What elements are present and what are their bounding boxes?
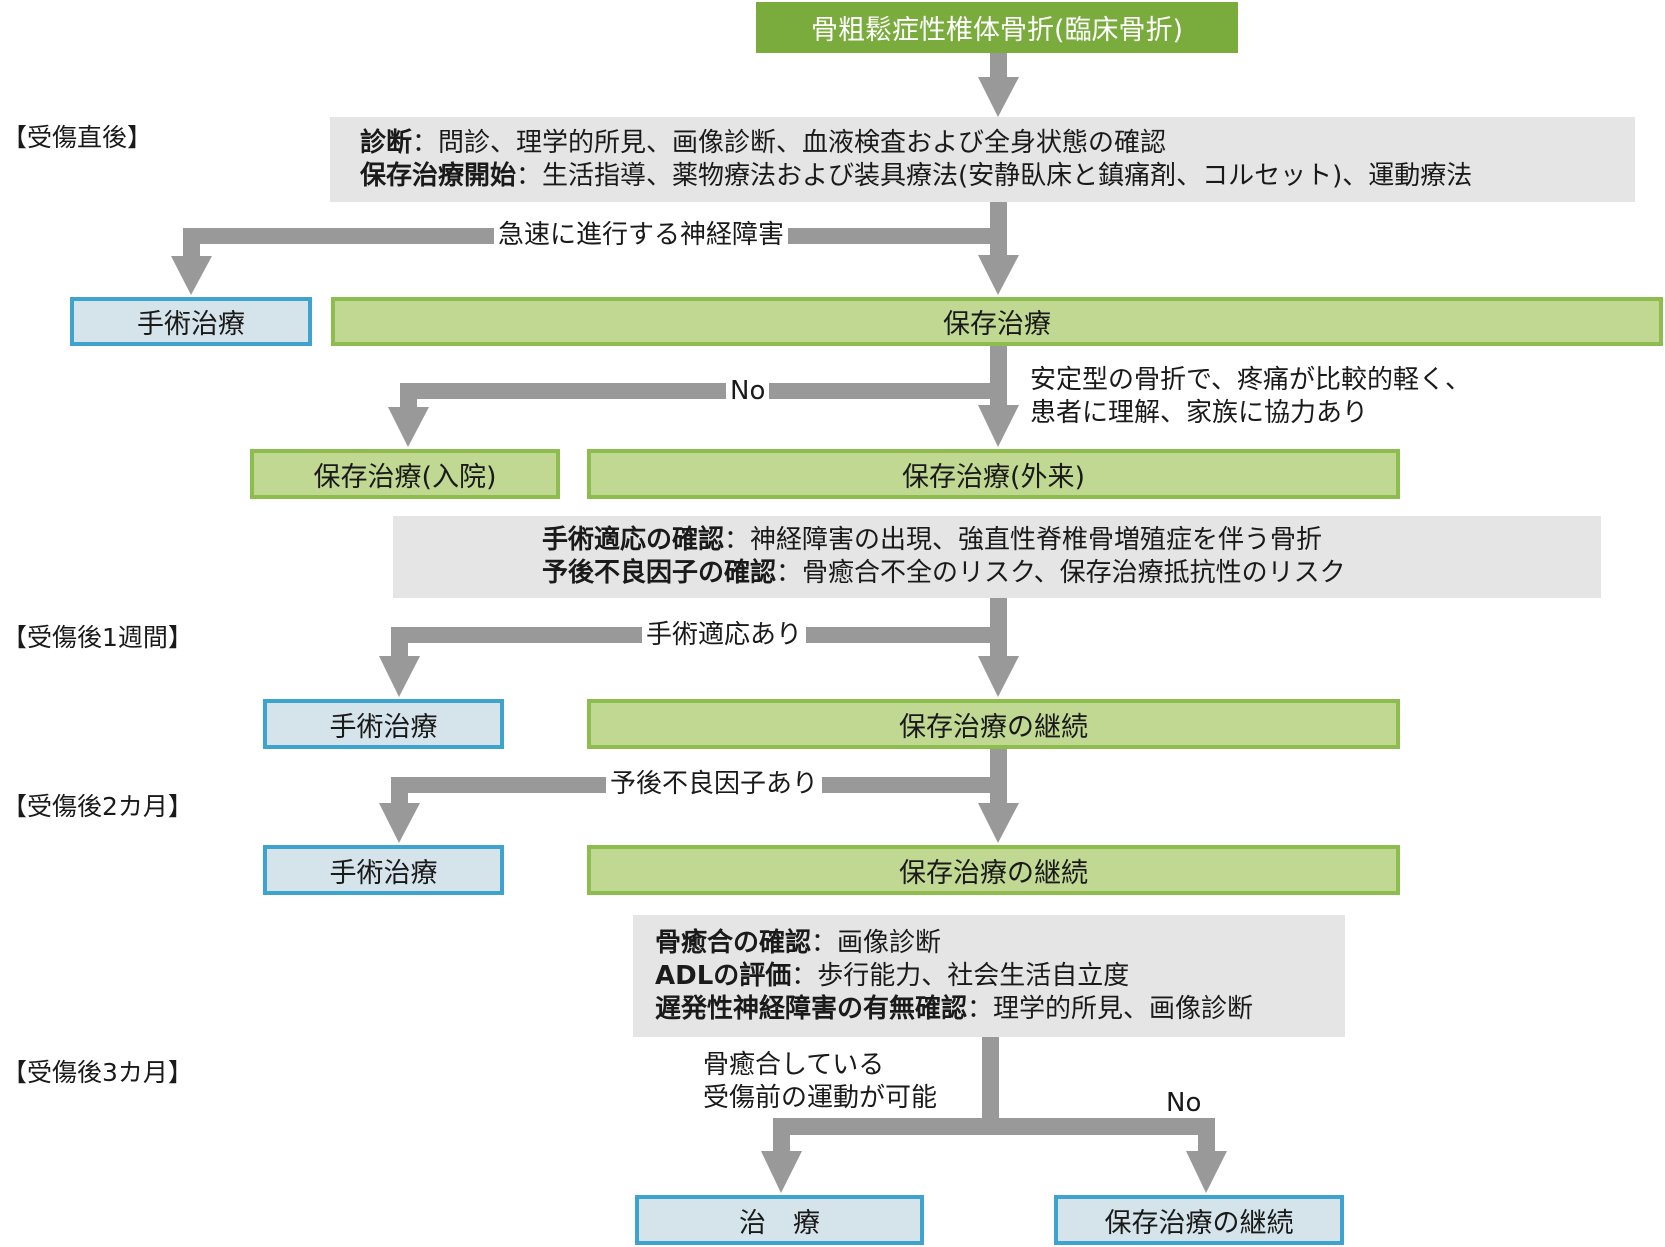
title-box: 骨粗鬆症性椎体骨折(臨床骨折) — [756, 2, 1238, 53]
connector-branch1-down — [183, 228, 200, 258]
surgery-box-immediate: 手術治療 — [70, 297, 312, 346]
conservative-treatment-label: 保存治療 — [943, 309, 1051, 340]
assessment1-line2-heading: 保存治療開始 — [360, 160, 517, 191]
arrowhead-surgery2 — [379, 656, 420, 697]
connector-branch4-down — [391, 777, 408, 805]
connector-assessment3-down — [982, 1037, 999, 1127]
continue-box-week1-label: 保存治療の継続 — [899, 711, 1088, 743]
title-text: 骨粗鬆症性椎体骨折(臨床骨折) — [810, 15, 1184, 46]
conservative-treatment-box: 保存治療 — [331, 297, 1663, 346]
arrowhead-surgery1 — [171, 256, 212, 295]
assessment3-box: 骨癒合の確認：画像診断 ADLの評価：歩行能力、社会生活自立度 遅発性神経障害の… — [633, 915, 1345, 1037]
assessment2-line1-heading: 手術適応の確認 — [542, 525, 725, 555]
assessment1-line2: 保存治療開始：生活指導、薬物療法および装具療法(安静臥床と鎮痛剤、コルセット)、… — [360, 160, 1472, 193]
assessment1-line1-heading: 診断 — [360, 127, 413, 158]
connector-branch5-right-down — [1198, 1118, 1215, 1153]
connector-branch2-horizontal — [400, 383, 1007, 399]
connector-branch5-horizontal — [773, 1118, 1215, 1135]
branch2-no-label: No — [726, 376, 770, 406]
assessment3-line3: 遅発性神経障害の有無確認：理学的所見、画像診断 — [655, 993, 1253, 1026]
branch3-condition-label: 手術適応あり — [642, 620, 807, 650]
cure-label: 治 療 — [739, 1207, 820, 1239]
outpatient-label: 保存治療(外来) — [901, 461, 1086, 493]
assessment3-line2: ADLの評価：歩行能力、社会生活自立度 — [655, 960, 1129, 993]
assessment2-box: 手術適応の確認：神経障害の出現、強直性脊椎骨増殖症を伴う骨折 予後不良因子の確認… — [393, 516, 1601, 598]
assessment3-line2-text: ：歩行能力、社会生活自立度 — [791, 960, 1130, 991]
arrowhead-continue2 — [978, 656, 1019, 697]
outpatient-box: 保存治療(外来) — [587, 449, 1400, 499]
continue-box-month2-label: 保存治療の継続 — [899, 857, 1088, 889]
assessment2-line2-text: ：骨癒合不全のリスク、保存治療抵抗性のリスク — [776, 558, 1346, 588]
assessment3-line3-heading: 遅発性神経障害の有無確認 — [655, 993, 968, 1024]
branch2-condition-line1: 安定型の骨折で、疼痛が比較的軽く、 — [1030, 365, 1471, 395]
cure-box: 治 療 — [635, 1195, 924, 1245]
connector-branch5-left-down — [773, 1118, 790, 1153]
arrowhead-continue4 — [1186, 1151, 1227, 1193]
stage-label-month2: 【受傷後2カ月】 — [2, 792, 193, 821]
assessment2-line1-text: ：神経障害の出現、強直性脊椎骨増殖症を伴う骨折 — [724, 525, 1323, 555]
connector-title-to-assessment1 — [990, 53, 1007, 79]
inpatient-box: 保存治療(入院) — [250, 449, 560, 499]
assessment1-box: 診断：問診、理学的所見、画像診断、血液検査および全身状態の確認 保存治療開始：生… — [330, 117, 1635, 202]
continue-box-week1: 保存治療の継続 — [587, 699, 1400, 749]
continue-box-month2: 保存治療の継続 — [587, 845, 1400, 895]
stage-label-week1: 【受傷後1週間】 — [2, 623, 193, 652]
surgery-box-month2: 手術治療 — [263, 845, 504, 895]
stage-label-month3: 【受傷後3カ月】 — [2, 1058, 193, 1087]
arrowhead-assessment1 — [978, 77, 1019, 117]
assessment3-line1: 骨癒合の確認：画像診断 — [655, 927, 941, 960]
assessment2-line2: 予後不良因子の確認：骨癒合不全のリスク、保存治療抵抗性のリスク — [542, 557, 1346, 590]
branch5-yes-line1: 骨癒合している — [703, 1050, 885, 1080]
surgery-box-month2-label: 手術治療 — [329, 857, 438, 889]
continue-box-month3: 保存治療の継続 — [1054, 1195, 1344, 1245]
inpatient-label: 保存治療(入院) — [313, 461, 497, 493]
arrowhead-continue3 — [978, 803, 1019, 843]
assessment2-line2-heading: 予後不良因子の確認 — [542, 558, 777, 588]
branch4-condition-label: 予後不良因子あり — [606, 769, 823, 799]
arrowhead-outpatient — [978, 405, 1019, 447]
arrowhead-surgery3 — [379, 803, 420, 843]
assessment3-line3-text: ：理学的所見、画像診断 — [967, 993, 1254, 1024]
assessment3-line2-heading: ADLの評価 — [655, 960, 792, 991]
branch1-condition-label: 急速に進行する神経障害 — [494, 220, 789, 250]
connector-branch2-down — [400, 383, 417, 409]
surgery-box-immediate-label: 手術治療 — [137, 309, 245, 340]
surgery-box-week1: 手術治療 — [263, 699, 504, 749]
assessment3-line1-heading: 骨癒合の確認 — [655, 927, 812, 958]
assessment1-line2-text: ：生活指導、薬物療法および装具療法(安静臥床と鎮痛剤、コルセット)、運動療法 — [516, 160, 1473, 191]
branch5-no-label: No — [1166, 1088, 1202, 1118]
connector-branch3-down — [391, 627, 408, 658]
assessment2-line1: 手術適応の確認：神経障害の出現、強直性脊椎骨増殖症を伴う骨折 — [542, 524, 1322, 557]
arrowhead-conservative — [978, 255, 1019, 295]
surgery-box-week1-label: 手術治療 — [329, 711, 438, 743]
assessment1-line1-text: ：問診、理学的所見、画像診断、血液検査および全身状態の確認 — [412, 127, 1167, 158]
continue-box-month3-label: 保存治療の継続 — [1104, 1207, 1294, 1239]
branch5-yes-line2: 受傷前の運動が可能 — [703, 1083, 938, 1113]
arrowhead-cure — [761, 1151, 802, 1193]
branch2-condition-line2: 患者に理解、家族に協力あり — [1030, 398, 1369, 428]
assessment3-line1-text: ：画像診断 — [811, 927, 942, 958]
stage-label-immediate: 【受傷直後】 — [2, 123, 153, 152]
arrowhead-inpatient — [388, 407, 429, 447]
assessment1-line1: 診断：問診、理学的所見、画像診断、血液検査および全身状態の確認 — [360, 127, 1166, 160]
